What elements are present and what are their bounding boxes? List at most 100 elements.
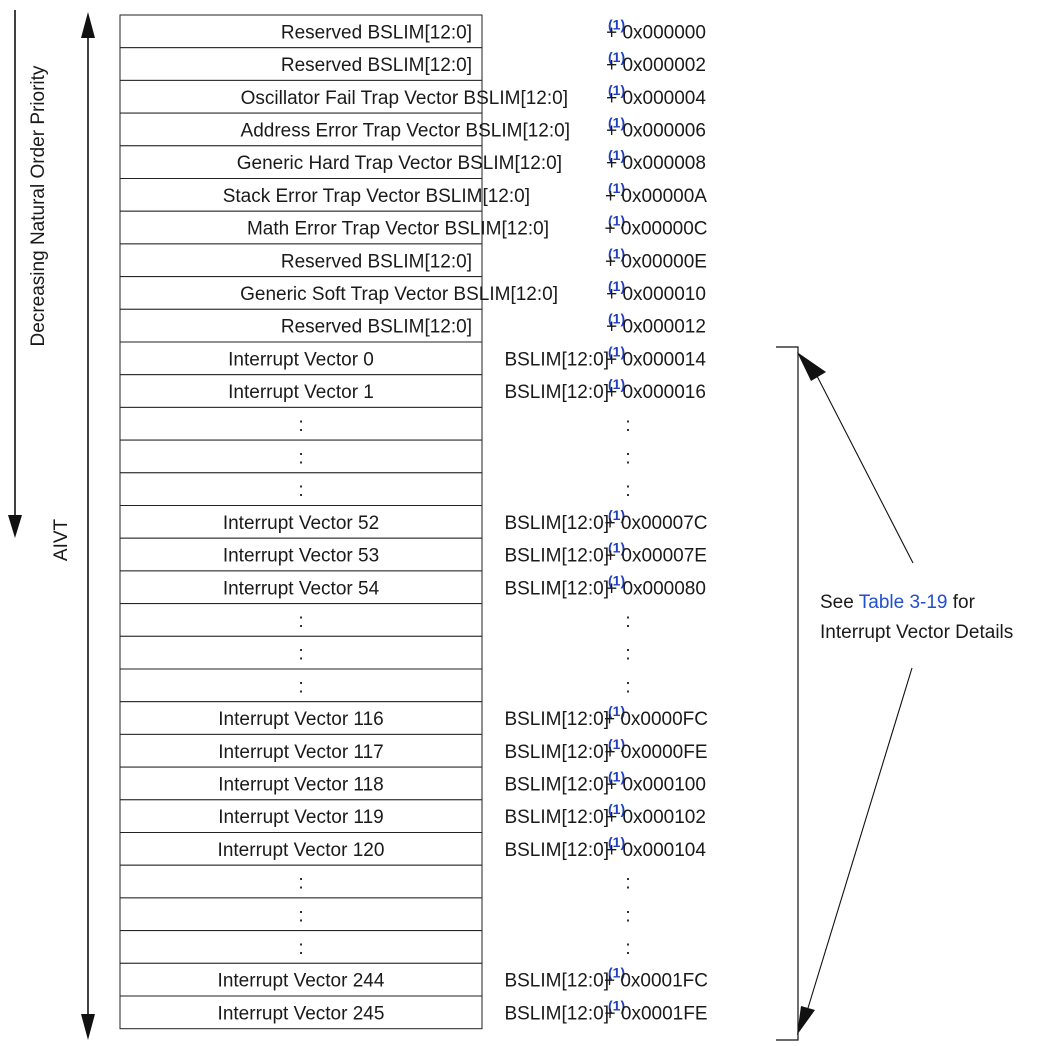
vector-label: Interrupt Vector 245 [218,1003,385,1024]
footnote-marker: (1) [608,997,625,1013]
address-offset: + 0x000080 [606,578,706,599]
footnote-marker: (1) [608,540,625,556]
vector-label: Reserved BSLIM[12:0] [281,317,472,338]
address-offset: + 0x00000C [605,219,708,240]
footnote-marker: (1) [608,572,625,588]
table-row: Oscillator Fail Trap Vector BSLIM[12:0] (… [119,79,706,114]
address-ellipsis: : [625,938,630,959]
vector-label: Generic Hard Trap Vector BSLIM[12:0] [237,153,562,174]
address-base: BSLIM[12:0] [504,578,609,599]
vector-cell [119,439,483,474]
footnote-marker: (1) [608,703,625,719]
vector-label: : [298,644,303,665]
table-row: Generic Hard Trap Vector BSLIM[12:0](1)+… [119,145,706,180]
vector-label: Oscillator Fail Trap Vector BSLIM[12:0] [241,88,568,109]
address-offset: + 0x000102 [606,807,706,828]
address-base: BSLIM[12:0] [504,971,609,992]
vector-cell [119,962,483,997]
table-row: Address Error Trap Vector BSLIM[12:0](1)… [119,112,706,147]
table-row: :: [119,439,631,474]
address-base: BSLIM[12:0] [504,546,609,567]
vector-cell [119,995,483,1030]
address-ellipsis: : [625,415,630,436]
table-row: Math Error Trap Vector BSLIM[12:0](1)+ 0… [119,210,708,245]
footnote-marker: (1) [608,114,625,130]
address-offset: + 0x000000 [606,22,706,43]
vector-label: : [298,480,303,501]
vector-label: Interrupt Vector 0 [228,349,374,370]
vector-cell [119,341,483,376]
vector-label: : [298,873,303,894]
address-ellipsis: : [625,611,630,632]
vector-cell [119,635,483,670]
vector-cell [119,799,483,833]
footnote-marker: (1) [608,147,625,163]
vector-cell [119,406,483,441]
footnote-marker: (1) [608,736,625,752]
vector-label: : [298,676,303,697]
vector-label: Reserved BSLIM[12:0] [281,251,472,272]
address-offset: + 0x0001FC [604,971,708,992]
footnote-marker: (1) [608,278,625,294]
address-offset: + 0x00007E [605,546,707,567]
footnote-marker: (1) [608,49,625,65]
address-base: BSLIM[12:0] [504,513,609,534]
table-row: Reserved BSLIM[12:0](1)+ 0x000012 [119,308,706,343]
address-base: BSLIM[12:0] [504,742,609,763]
vector-label: : [298,447,303,468]
vector-cell [119,112,483,147]
table-row: :: [119,930,631,964]
vector-cell [119,14,483,49]
vector-label: Reserved BSLIM[12:0] [281,55,472,76]
vector-label: Interrupt Vector 120 [218,840,385,861]
priority-axis-label: Decreasing Natural Order Priority [28,65,49,346]
vector-cell [119,733,483,768]
vector-cell [119,210,483,245]
address-offset: + 0x000010 [606,284,706,305]
address-ellipsis: : [625,873,630,894]
vector-cell [119,505,483,539]
vector-label: : [298,415,303,436]
address-base: BSLIM[12:0] [504,709,609,730]
vector-label: Interrupt Vector 116 [218,709,383,730]
table-row: :: [119,635,631,670]
footnote-marker: (1) [608,82,625,98]
vector-label: Interrupt Vector 53 [223,546,379,567]
vector-cell [119,701,483,735]
footnote-marker: (1) [608,245,625,261]
table-row: Reserved BSLIM[12:0] (1)+ 0x00000E [119,243,707,278]
vector-cell [119,668,483,703]
vector-label: Generic Soft Trap Vector BSLIM[12:0] [240,284,558,305]
vector-label: Reserved BSLIM[12:0] [281,22,472,43]
table-row: :: [119,668,631,703]
address-base: BSLIM[12:0] [504,840,609,861]
address-offset: + 0x00000A [605,186,707,207]
table-row: :: [119,864,631,899]
vector-cell [119,864,483,899]
interrupt-vectors-bracket [776,346,914,1041]
table-3-19-link[interactable]: Table 3-19 [859,592,948,613]
vector-cell [119,472,483,506]
table-row: Reserved BSLIM[12:0](1)+ 0x000002 [119,47,706,81]
footnote-marker: (1) [608,343,625,359]
address-offset: + 0x000016 [606,382,706,403]
address-offset: + 0x00000E [605,251,707,272]
footnote-marker: (1) [608,180,625,196]
vector-label: Math Error Trap Vector BSLIM[12:0] [247,219,549,240]
address-base: BSLIM[12:0] [504,774,609,795]
table-row: Stack Error Trap Vector BSLIM[12:0](1)+ … [119,178,707,212]
vector-cell [119,374,483,408]
footnote-marker: (1) [608,16,625,32]
table-row: :: [119,603,631,637]
table-row: :: [119,472,631,506]
vector-cell [119,537,483,572]
address-offset: + 0x000104 [606,840,706,861]
address-offset: + 0x00007C [605,513,708,534]
